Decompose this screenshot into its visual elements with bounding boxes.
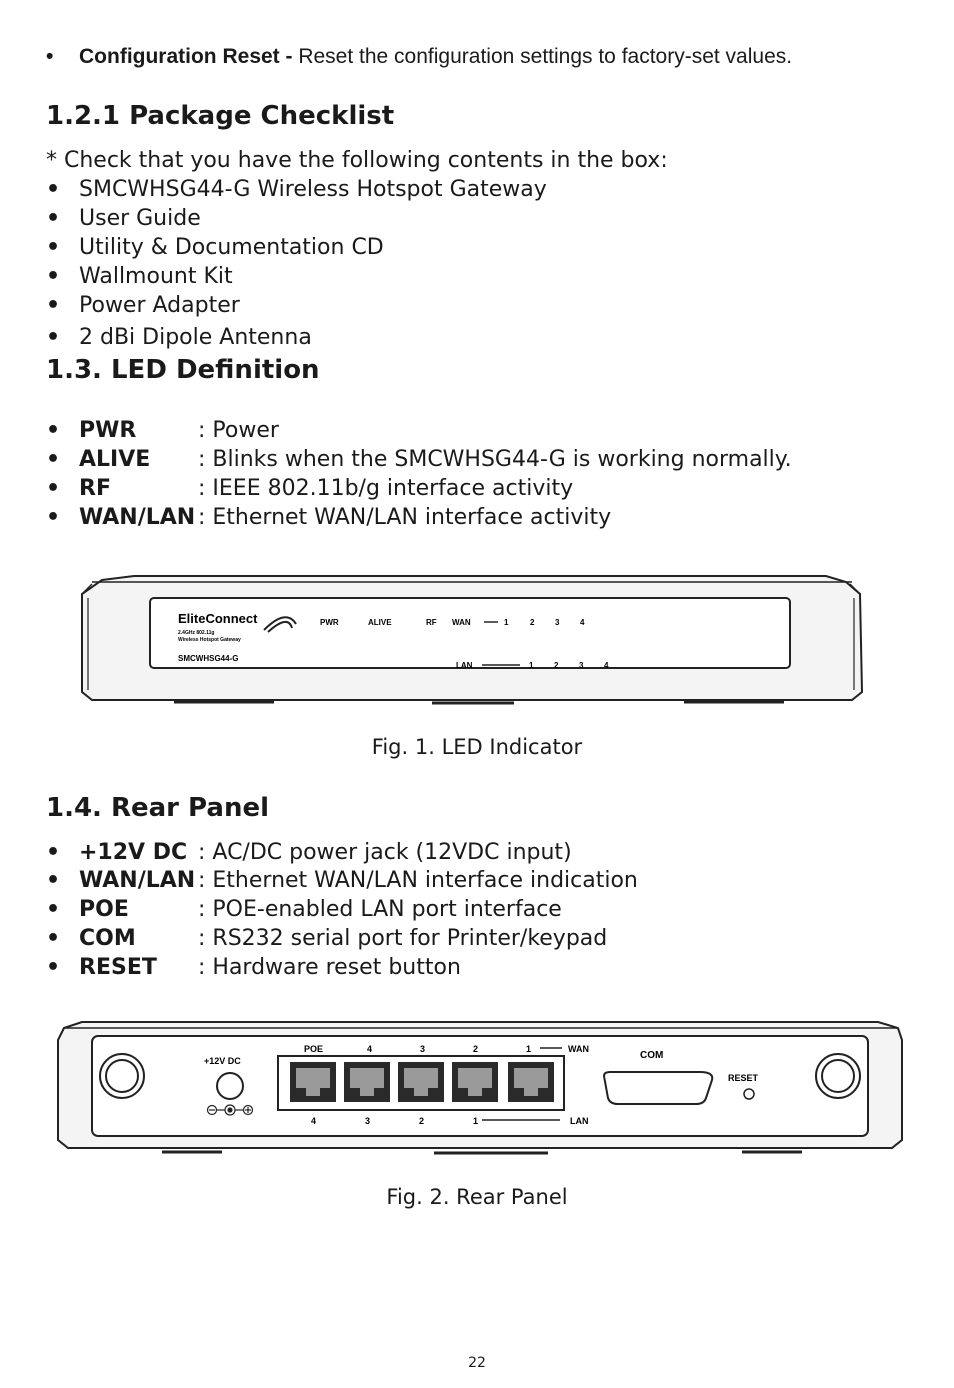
- device-front-body: [81, 575, 864, 705]
- rear-heading: 1.4. Rear Panel: [46, 793, 270, 823]
- brand-logo-text: EliteConnect: [178, 611, 258, 626]
- brand-swoosh-icon: [263, 616, 297, 633]
- lan-port-number: 4: [604, 661, 609, 670]
- ethernet-port-icon: [344, 1062, 390, 1102]
- bullet-dot: •: [46, 325, 61, 350]
- wan-port-number: 1: [504, 618, 509, 627]
- ethernet-port-icon: [452, 1062, 498, 1102]
- bullet-dot: •: [46, 177, 61, 202]
- bullet-dot: •: [46, 264, 61, 289]
- port-top-number: 3: [420, 1044, 425, 1054]
- bullet-dot: •: [46, 897, 61, 922]
- power-jack-icon: [216, 1072, 244, 1100]
- ethernet-port-icon: [398, 1062, 444, 1102]
- rear-item-text: : Hardware reset button: [198, 955, 461, 980]
- rear-item-text: : RS232 serial port for Printer/keypad: [198, 926, 608, 951]
- brand-subtitle-1: 2.4GHz 802.11g: [178, 630, 214, 636]
- led-item-label: PWR: [79, 418, 137, 443]
- bullet-dot: •: [46, 447, 61, 472]
- reset-button-icon: [743, 1088, 755, 1100]
- rf-led-label: RF: [426, 618, 437, 627]
- antenna-connector-right-icon: [815, 1053, 861, 1099]
- wan-port-number: 2: [530, 618, 535, 627]
- rear-item-label: COM: [79, 926, 136, 951]
- pwr-led-label: PWR: [320, 618, 339, 627]
- led-item-label: RF: [79, 476, 111, 501]
- page-number: 22: [468, 1355, 486, 1371]
- rear-item-label: RESET: [79, 955, 157, 980]
- led-item-text: : Blinks when the SMCWHSG44-G is working…: [198, 447, 792, 472]
- rear-item-label: WAN/LAN: [79, 868, 196, 893]
- rear-item-label: +12V DC: [79, 840, 188, 865]
- bullet-dot: •: [46, 45, 54, 68]
- port-bottom-number: 3: [365, 1116, 370, 1126]
- rear-item-text: : Ethernet WAN/LAN interface indication: [198, 868, 638, 893]
- wan-port-number: 3: [555, 618, 560, 627]
- power-jack-label: +12V DC: [204, 1056, 241, 1066]
- bullet-dot: •: [46, 293, 61, 318]
- led-item-text: : Power: [198, 418, 279, 443]
- com-port-icon: [602, 1071, 714, 1105]
- bullet-dot: •: [46, 926, 61, 951]
- bullet-dot: •: [46, 418, 61, 443]
- led-item-label: ALIVE: [79, 447, 151, 472]
- lan-port-number: 1: [529, 661, 534, 670]
- port-bottom-number: 1: [473, 1116, 478, 1126]
- alive-led-label: ALIVE: [368, 618, 392, 627]
- model-label: SMCWHSG44-G: [178, 654, 238, 663]
- config-reset-label: Configuration Reset -: [79, 45, 293, 68]
- port-top-number: 1: [526, 1044, 531, 1054]
- ethernet-port-icon: [290, 1062, 336, 1102]
- ethernet-port-icon: [508, 1062, 554, 1102]
- fig1-caption: Fig. 1. LED Indicator: [371, 735, 583, 759]
- port-top-number: 4: [367, 1044, 372, 1054]
- rear-item-label: POE: [79, 897, 129, 922]
- checklist-intro: * Check that you have the following cont…: [46, 148, 668, 173]
- bullet-dot: •: [46, 868, 61, 893]
- lan-led-label: LAN: [456, 661, 473, 670]
- rear-item-text: : AC/DC power jack (12VDC input): [198, 840, 572, 865]
- wan-port-number: 4: [580, 618, 585, 627]
- antenna-connector-left-icon: [99, 1053, 145, 1099]
- lan-port-label: LAN: [570, 1116, 589, 1126]
- led-heading: 1.3. LED Definition: [46, 355, 320, 385]
- bullet-dot: •: [46, 505, 61, 530]
- led-item-label: WAN/LAN: [79, 505, 196, 530]
- lan-port-number: 3: [579, 661, 584, 670]
- config-reset-text: Reset the configuration settings to fact…: [292, 45, 793, 68]
- led-indicator-figure: EliteConnect 2.4GHz 802.11g Wireless Hot…: [81, 575, 864, 705]
- reset-label: RESET: [728, 1073, 759, 1083]
- wan-port-label: WAN: [568, 1044, 589, 1054]
- rear-item-text: : POE-enabled LAN port interface: [198, 897, 562, 922]
- port-top-number: 2: [473, 1044, 478, 1054]
- polarity-symbol-icon: [206, 1104, 254, 1116]
- lan-port-number: 2: [554, 661, 559, 670]
- wan-led-label: WAN: [452, 618, 471, 627]
- led-item-text: : Ethernet WAN/LAN interface activity: [198, 505, 612, 530]
- fig2-caption: Fig. 2. Rear Panel: [386, 1185, 568, 1209]
- port-bottom-number: 4: [311, 1116, 316, 1126]
- poe-label: POE: [304, 1044, 323, 1054]
- port-bottom-number: 2: [419, 1116, 424, 1126]
- led-item-text: : IEEE 802.11b/g interface activity: [198, 476, 574, 501]
- rear-panel-figure: +12V DC POE 4 3 2 1 WAN 4 3 2 1 LAN COM …: [57, 1021, 903, 1155]
- bullet-dot: •: [46, 840, 61, 865]
- bullet-dot: •: [46, 955, 61, 980]
- com-port-label: COM: [640, 1050, 663, 1061]
- bullet-dot: •: [46, 206, 61, 231]
- bullet-dot: •: [46, 476, 61, 501]
- checklist-heading: 1.2.1 Package Checklist: [46, 101, 395, 131]
- brand-subtitle-2: Wireless Hotspot Gateway: [178, 637, 241, 643]
- bullet-dot: •: [46, 235, 61, 260]
